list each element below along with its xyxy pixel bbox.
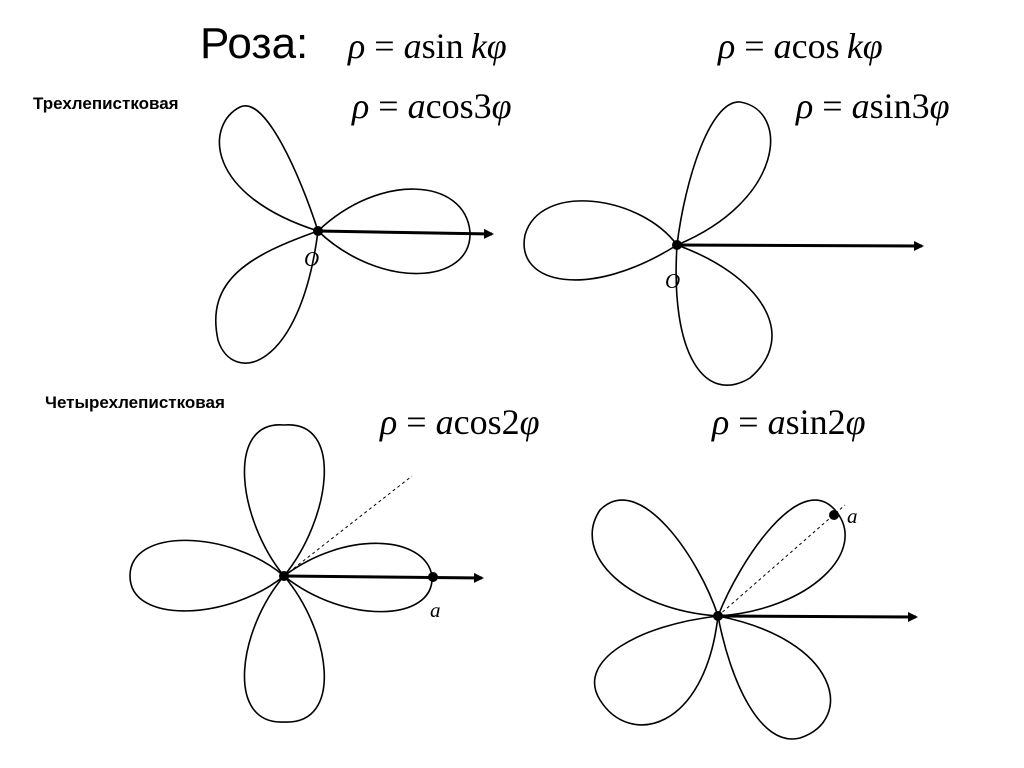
bisector-ray — [283, 475, 413, 577]
polar-axis-arrow — [717, 611, 918, 622]
label-three-petal: Трехлепистковая — [33, 94, 179, 113]
formula-arg: kφ — [846, 26, 883, 66]
origin-point — [713, 611, 723, 621]
rose-cos3-diagram — [215, 105, 494, 364]
point-a — [829, 510, 839, 520]
formula-cos2: ρ = acos2φ — [380, 404, 540, 440]
origin-point — [313, 226, 323, 236]
formula-a: a — [403, 26, 422, 66]
formula-fn: cos — [453, 402, 502, 442]
formula-fn: sin — [421, 26, 464, 66]
formula-cos3: ρ = acos3φ — [352, 88, 512, 124]
point-a-label: a — [847, 504, 858, 528]
formula-fn: sin — [869, 86, 912, 126]
origin-label: O — [665, 269, 681, 293]
formula-equals: = — [369, 86, 408, 126]
origin-label: O — [304, 247, 320, 271]
formula-a: a — [773, 26, 792, 66]
formula-var: φ — [845, 402, 866, 442]
formula-a: a — [767, 402, 786, 442]
formula-rho: ρ — [712, 402, 730, 442]
formula-var: φ — [491, 86, 512, 126]
formula-sin2: ρ = asin2φ — [712, 404, 866, 440]
formula-rho: ρ — [352, 86, 370, 126]
rose-sin3-diagram — [523, 101, 924, 386]
polar-axis-arrow — [317, 228, 494, 239]
formula-rho: ρ — [380, 402, 398, 442]
formula-k: 2 — [501, 402, 520, 442]
rose-sin2-curve — [591, 499, 846, 740]
formula-a: a — [435, 402, 454, 442]
polar-axis-arrow — [676, 240, 924, 251]
formula-arg: kφ — [470, 26, 507, 66]
polar-axis-arrow — [283, 572, 484, 583]
formula-equals: = — [735, 26, 774, 66]
formula-equals: = — [365, 26, 404, 66]
origin-point — [672, 240, 682, 250]
formula-a: a — [407, 86, 426, 126]
page-title: Роза: — [200, 19, 309, 68]
formula-k: 2 — [827, 402, 846, 442]
formula-general-sin: ρ = asin kφ — [348, 28, 507, 64]
formula-k: 3 — [911, 86, 930, 126]
formula-k: 3 — [473, 86, 492, 126]
formula-var: φ — [519, 402, 540, 442]
rose-sin3-curve — [523, 101, 773, 386]
formula-equals: = — [397, 402, 436, 442]
formula-fn: cos — [791, 26, 840, 66]
formula-fn: sin — [785, 402, 828, 442]
formula-rho: ρ — [796, 86, 814, 126]
origin-point — [279, 571, 289, 581]
rose-sin2-diagram — [591, 499, 918, 740]
formula-a: a — [851, 86, 870, 126]
rose-cos2-diagram — [129, 424, 484, 723]
point-a — [428, 572, 438, 582]
formula-equals: = — [813, 86, 852, 126]
point-a-label: a — [430, 598, 441, 622]
formula-rho: ρ — [348, 26, 366, 66]
formula-rho: ρ — [718, 26, 736, 66]
formula-general-cos: ρ = acos kφ — [718, 28, 883, 64]
label-four-petal: Четырехлепистковая — [45, 393, 225, 412]
bisector-ray — [717, 504, 846, 617]
rose-cos3-curve — [215, 105, 471, 364]
formula-sin3: ρ = asin3φ — [796, 88, 950, 124]
formula-equals: = — [729, 402, 768, 442]
formula-fn: cos — [425, 86, 474, 126]
formula-var: φ — [929, 86, 950, 126]
